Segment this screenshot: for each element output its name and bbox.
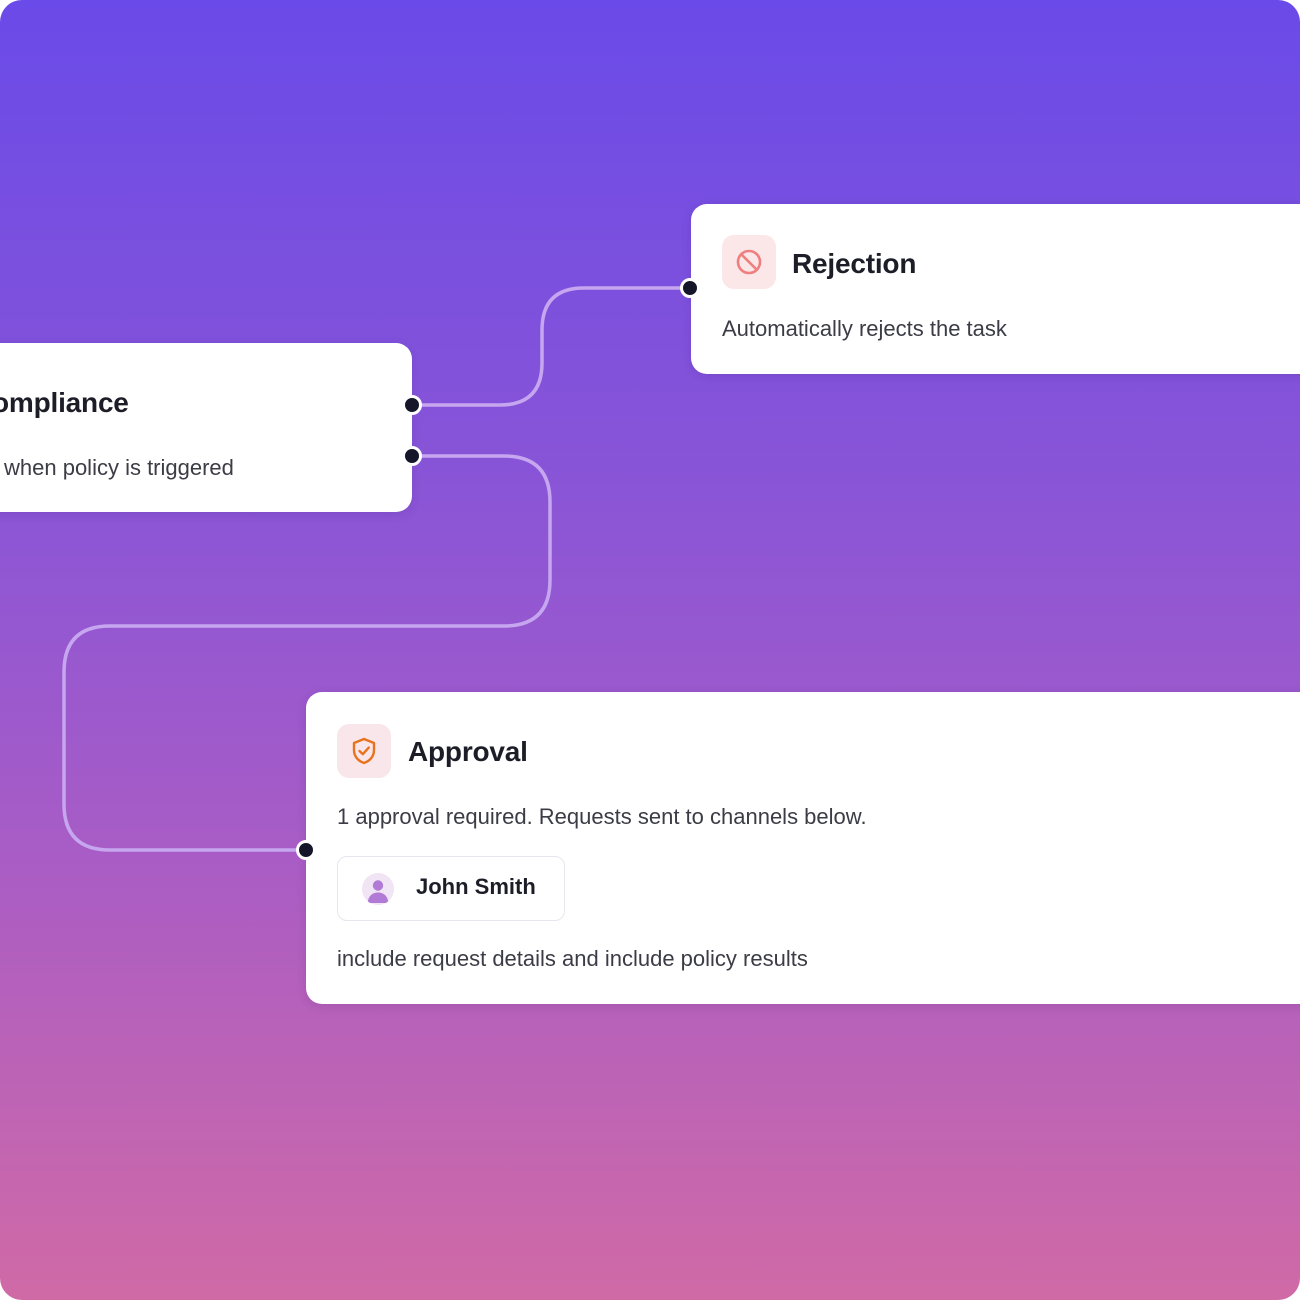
user-icon bbox=[362, 873, 394, 905]
block-icon bbox=[722, 235, 776, 289]
rejection-input-port[interactable] bbox=[680, 278, 700, 298]
rejection-node[interactable]: Rejection Automatically rejects the task bbox=[691, 204, 1300, 374]
approver-name: John Smith bbox=[416, 874, 536, 899]
compliance-output-port-top[interactable] bbox=[402, 395, 422, 415]
connector-compliance-to-rejection bbox=[410, 286, 692, 407]
approval-input-port[interactable] bbox=[296, 840, 316, 860]
rejection-node-title: Rejection bbox=[792, 248, 917, 279]
shield-check-icon bbox=[337, 724, 391, 778]
approval-node-title: Approval bbox=[408, 736, 528, 767]
rejection-node-description: Automatically rejects the task bbox=[722, 316, 1007, 341]
approval-node-description: 1 approval required. Requests sent to ch… bbox=[337, 804, 867, 829]
compliance-output-port-bottom[interactable] bbox=[402, 446, 422, 466]
compliance-node-description: when policy is triggered bbox=[4, 455, 234, 480]
approval-node[interactable]: Approval 1 approval required. Requests s… bbox=[306, 692, 1300, 1004]
approval-node-footer: include request details and include poli… bbox=[337, 946, 808, 971]
compliance-node-title: ompliance bbox=[0, 387, 129, 418]
compliance-node[interactable]: ompliance when policy is triggered bbox=[0, 343, 412, 512]
approver-chip[interactable]: John Smith bbox=[337, 856, 565, 921]
